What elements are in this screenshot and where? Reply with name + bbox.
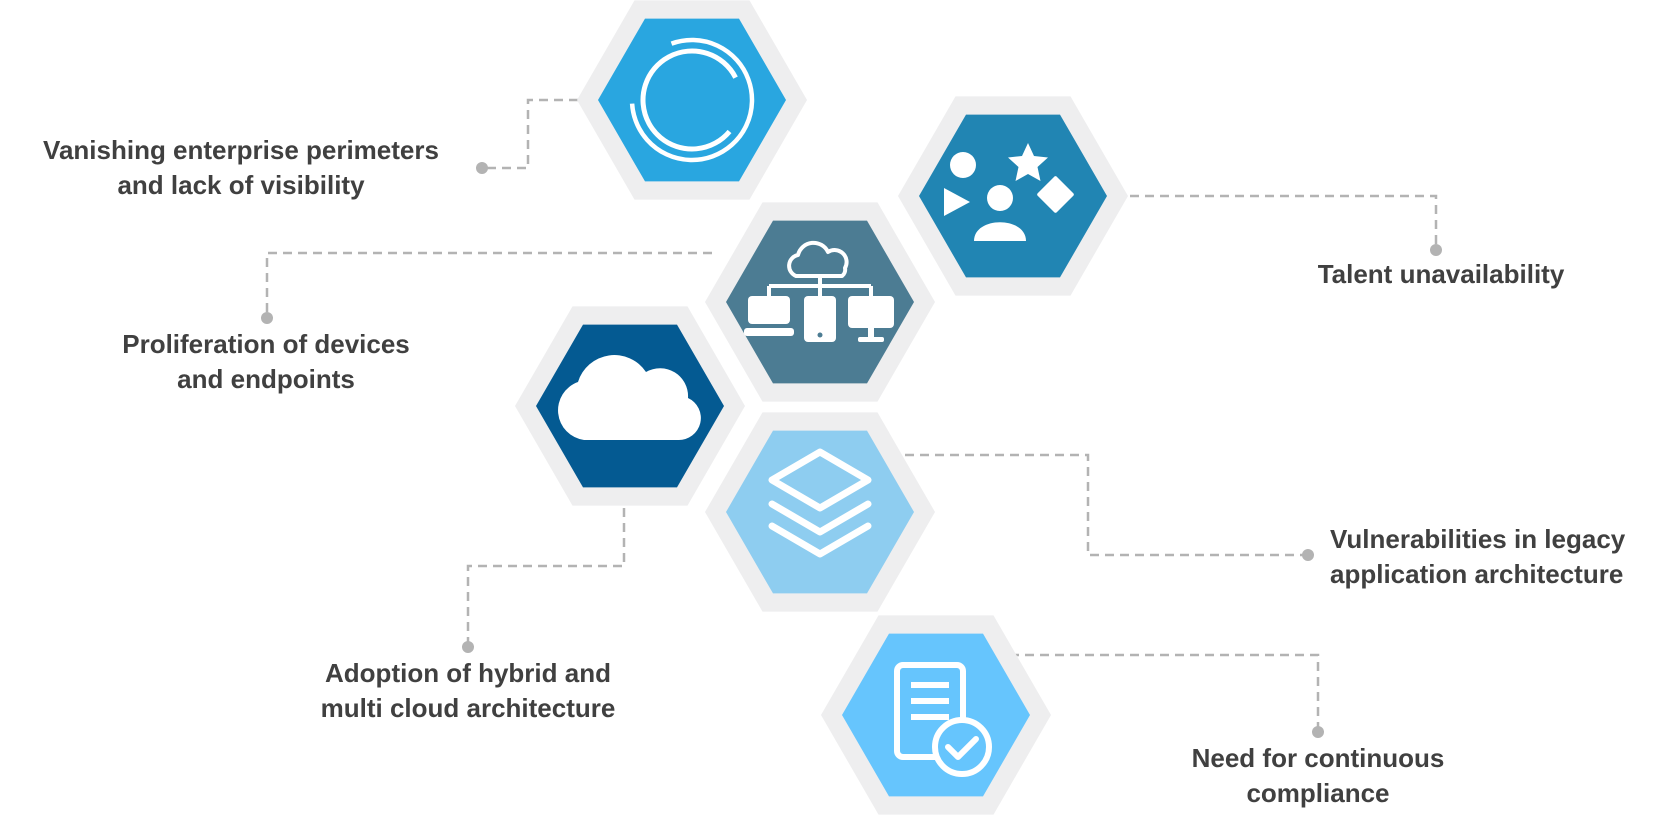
cloud-network-devices-icon — [744, 240, 894, 342]
hex-visibility — [577, 0, 807, 200]
people-shapes-icon — [944, 143, 1074, 241]
label-compliance-line-1: Need for continuous — [1191, 743, 1445, 773]
label-legacy-line-2: application architecture — [1330, 559, 1624, 589]
label-cloud: Adoption of hybrid and multi cloud archi… — [288, 656, 648, 726]
label-cloud-line-2: multi cloud architecture — [320, 693, 616, 723]
connector-dot-visibility — [476, 162, 488, 174]
connector-dot-legacy — [1302, 549, 1314, 561]
connector-dot-devices — [261, 312, 273, 324]
connector-talent — [1100, 194, 1438, 250]
layers-icon — [768, 448, 872, 558]
connector-compliance — [1010, 653, 1320, 732]
hex-devices — [705, 202, 935, 402]
connector-dot-cloud — [462, 641, 474, 653]
connector-dot-talent — [1430, 244, 1442, 256]
label-talent: Talent unavailability — [1276, 257, 1606, 292]
label-cloud-line-1: Adoption of hybrid and — [325, 658, 611, 688]
hex-talent — [898, 96, 1128, 296]
label-compliance-line-2: compliance — [1246, 778, 1390, 808]
label-visibility-line-1: Vanishing enterprise perimeters — [43, 135, 439, 165]
connector-dot-compliance — [1312, 726, 1324, 738]
hex-cloud — [515, 306, 745, 506]
label-talent-line-1: Talent unavailability — [1317, 259, 1565, 289]
label-visibility: Vanishing enterprise perimeters and lack… — [10, 133, 472, 203]
hex-legacy — [705, 412, 935, 612]
label-visibility-line-2: and lack of visibility — [117, 170, 365, 200]
connector-cloud — [466, 508, 626, 647]
label-devices: Proliferation of devices and endpoints — [90, 327, 442, 397]
label-compliance: Need for continuous compliance — [1164, 741, 1472, 811]
document-check-icon — [894, 662, 992, 777]
connector-devices — [265, 251, 712, 318]
label-legacy-line-1: Vulnerabilities in legacy — [1330, 524, 1626, 554]
hex-compliance — [821, 615, 1051, 815]
cloud-icon — [558, 355, 701, 441]
label-devices-line-2: and endpoints — [177, 364, 355, 394]
label-legacy: Vulnerabilities in legacy application ar… — [1330, 522, 1670, 592]
label-devices-line-1: Proliferation of devices — [122, 329, 410, 359]
connector-visibility — [482, 98, 578, 170]
connector-legacy — [890, 453, 1308, 557]
hex-legacy-fill — [726, 430, 914, 594]
